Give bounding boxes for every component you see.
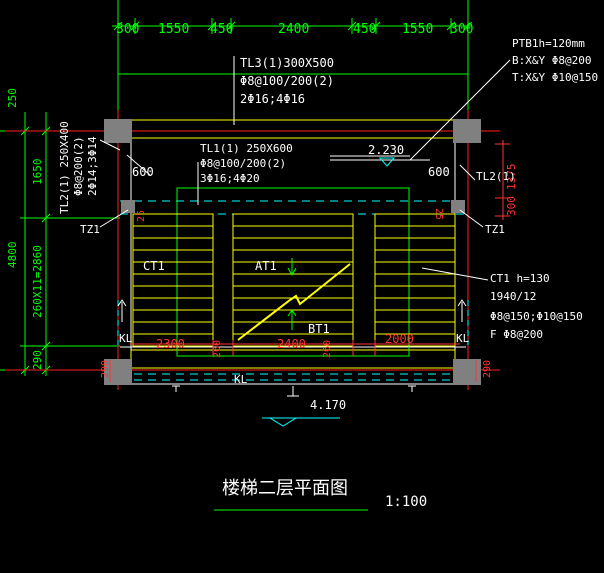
dim-260-left: 260: [212, 340, 223, 358]
top-dim-1550-left: 1550: [158, 22, 189, 37]
left-dim-290: 290: [31, 350, 44, 370]
top-dim-450-right: 450: [353, 22, 376, 37]
ct1-note-line3: Φ8@150;Φ10@150: [490, 310, 583, 323]
column-top-right: [453, 119, 481, 143]
leader-lines: [99, 56, 511, 427]
tl2-note-line1: TL2(1) 250X400: [58, 121, 71, 214]
at1-label: AT1: [255, 259, 277, 273]
columns: [104, 119, 481, 385]
dim-2300: 2300: [156, 337, 185, 351]
tl2-note-line2: Φ8@200(2): [72, 136, 85, 196]
left-dim-250: 250: [6, 88, 19, 108]
axis-lines: [5, 110, 500, 390]
top-dim-300-right: 300: [450, 22, 473, 37]
column-bottom-left: [104, 359, 132, 385]
left-dim-1650: 1650: [31, 159, 44, 186]
tl3-note-line3: 2Φ16;4Φ16: [240, 92, 305, 106]
dim-290-right: 290: [482, 360, 493, 378]
column-bottom-right: [453, 359, 481, 385]
ptb-note-line1: PTB1h=120mm: [512, 37, 585, 50]
mark-25-right: 25: [433, 208, 444, 220]
right-dim-300: 300: [505, 196, 518, 216]
interior-dimensions: [109, 340, 477, 382]
left-600-label: 600: [132, 165, 154, 179]
elevation-bottom: 4.170: [310, 398, 346, 412]
dim-2400: 2400: [277, 337, 306, 351]
tz1-right-label: TZ1: [485, 223, 505, 236]
bt1-label: BT1: [308, 322, 330, 336]
tl3-note-line2: Φ8@100/200(2): [240, 74, 334, 88]
kl-left-label: KL: [119, 332, 133, 345]
tz1-left-label: TZ1: [80, 223, 100, 236]
dim-290-left: 290: [100, 360, 111, 378]
column-tz1-left: [121, 200, 135, 213]
right-dim-1375: 1375: [505, 164, 518, 191]
top-dim-450-left: 450: [210, 22, 233, 37]
right-600-label: 600: [428, 165, 450, 179]
tl1-note-line3: 3Φ16;4Φ20: [200, 172, 260, 185]
ptb-note-line2: B:X&Y Φ8@200: [512, 54, 591, 67]
tl2-note-line3: 2Φ14;3Φ14: [86, 136, 99, 196]
dim-2000: 2000: [385, 332, 414, 346]
tl1-note-line2: Φ8@100/200(2): [200, 157, 286, 170]
top-dim-300-left: 300: [116, 22, 139, 37]
ct1-left-label: CT1: [143, 259, 165, 273]
mark-25-left: 25: [136, 210, 147, 222]
right-dimension-chain: [495, 140, 510, 220]
drawing-title: 楼梯二层平面图: [222, 478, 348, 499]
column-tz1-right: [451, 200, 465, 213]
top-dimension-chain: [112, 0, 473, 122]
kl-bottom-label: KL: [234, 373, 248, 386]
tl1-note-line1: TL1(1) 250X600: [200, 142, 293, 155]
left-dim-2860: 260X11=2860: [31, 245, 44, 318]
kl-right-label: KL: [456, 332, 470, 345]
ct1-note-line4: F Φ8@200: [490, 328, 543, 341]
top-dim-2400: 2400: [278, 22, 309, 37]
ct1-note-line2: 1940/12: [490, 290, 536, 303]
column-top-left: [104, 119, 132, 143]
elevation-top: 2.230: [368, 143, 404, 157]
top-dim-1550-right: 1550: [402, 22, 433, 37]
dim-260-right: 260: [322, 340, 333, 358]
ptb-note-line3: T:X&Y Φ10@150: [512, 71, 598, 84]
ct1-note-line1: CT1 h=130: [490, 272, 550, 285]
stair-flights: [132, 213, 456, 347]
title-block: 楼梯二层平面图 1:100: [214, 478, 427, 511]
left-dim-4800: 4800: [6, 242, 19, 269]
drawing-scale: 1:100: [385, 494, 427, 510]
tl3-note-line1: TL3(1)300X500: [240, 56, 334, 70]
tl2-right-label: TL2(1): [476, 170, 516, 183]
